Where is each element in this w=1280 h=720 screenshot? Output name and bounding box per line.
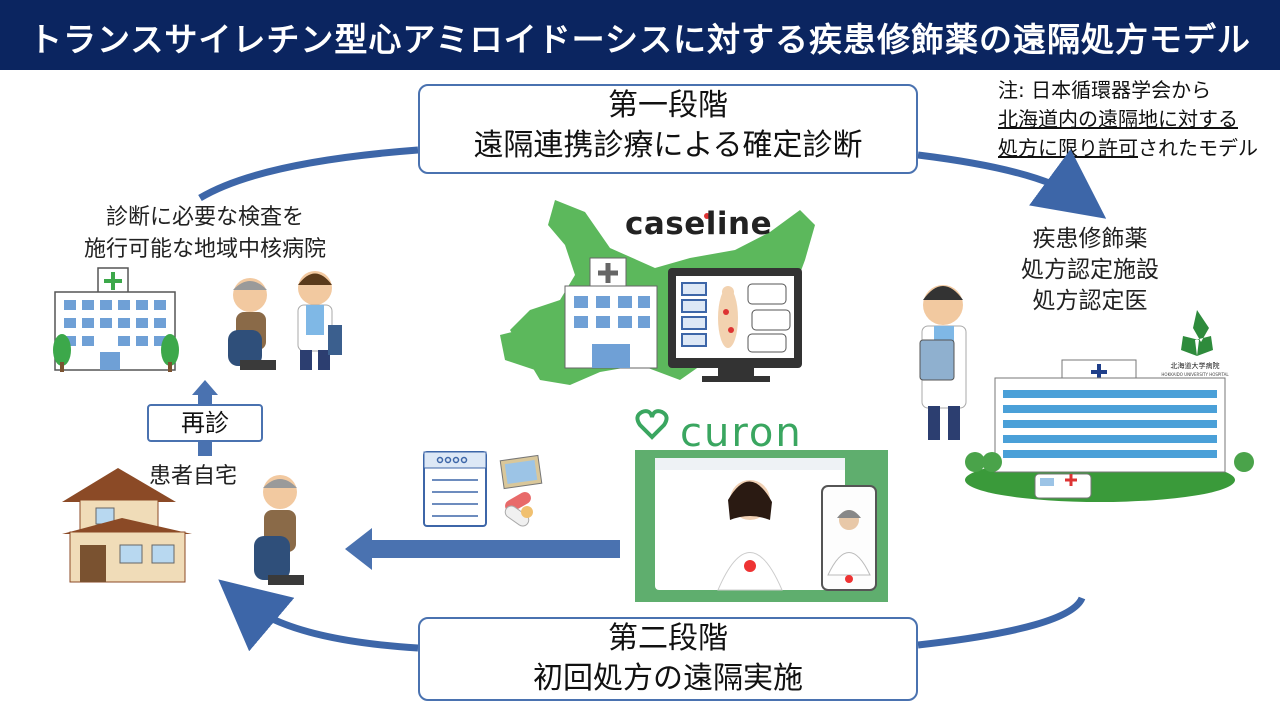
delivery-arrow-shaft [372, 540, 620, 558]
cycle-arrow-top-right [917, 149, 1107, 219]
regional-hospital-icon [53, 267, 179, 372]
curon-logo: curon [680, 410, 803, 456]
patient-home-icon [62, 468, 192, 583]
regional-hospital-label: 診断に必要な検査を 施行可能な地域中核病院 [60, 202, 350, 266]
stage-2-description: 初回処方の遠隔実施 [533, 661, 803, 696]
certified-doctor-icon [919, 285, 967, 440]
certified-facility-line-3: 処方認定医 [1032, 288, 1148, 314]
stage-1-description: 遠隔連携診療による確定診断 [473, 128, 863, 163]
certified-facility-line-2: 処方認定施設 [1021, 257, 1159, 283]
stage-1-box: 第一段階 遠隔連携診療による確定診断 [418, 84, 918, 174]
caseline-logo: caseline [625, 206, 773, 242]
stage-2-title: 第二段階 [608, 621, 728, 656]
cycle-arrow-bottom-right [917, 596, 1086, 649]
up-arrow-head [192, 380, 218, 395]
university-hospital-label-en: HOKKAIDO UNIVERSITY HOSPITAL [1161, 372, 1229, 377]
stage-2-box: 第二段階 初回処方の遠隔実施 [418, 617, 918, 701]
patient-home-label: 患者自宅 [148, 464, 237, 489]
university-hospital-icon [965, 310, 1254, 502]
prescription-document-icon [423, 451, 487, 527]
note-line-3-rest: されたモデル [1138, 136, 1258, 160]
cycle-arrow-bottom-left [218, 579, 419, 652]
curon-heart-icon [635, 409, 669, 440]
certified-facility-line-1: 疾患修飾薬 [1032, 226, 1148, 252]
note-line-2: 北海道内の遠隔地に対する [998, 107, 1238, 131]
delivery-arrow-head [345, 528, 372, 570]
curon-video-call-screen [635, 450, 888, 602]
pills-icon [504, 492, 533, 527]
regional-hospital-line-2: 施行可能な地域中核病院 [83, 237, 326, 262]
university-hospital-label: 北海道大学病院 [1171, 361, 1220, 370]
note-line-1: 注: 日本循環器学会から [998, 78, 1212, 102]
revisit-label: 再診 [147, 404, 263, 442]
monitor-icon [668, 268, 802, 382]
regional-hospital-line-1: 診断に必要な検査を [105, 205, 304, 230]
certified-facility-label: 疾患修飾薬 処方認定施設 処方認定医 [1010, 224, 1170, 317]
cycle-arrow-top-left [198, 146, 419, 202]
page-title: トランスサイレチン型心アミロイドーシスに対する疾患修飾薬の遠隔処方モデル [28, 20, 1252, 59]
consultation-icon [228, 271, 342, 370]
title-bar: トランスサイレチン型心アミロイドーシスに対する疾患修飾薬の遠隔処方モデル [0, 0, 1280, 70]
hospital-building-icon [564, 257, 658, 369]
photo-icon [499, 454, 543, 490]
caseline-accent-dot [704, 213, 710, 219]
patient-at-home-icon [254, 475, 304, 585]
stage-1-title: 第一段階 [608, 88, 728, 123]
